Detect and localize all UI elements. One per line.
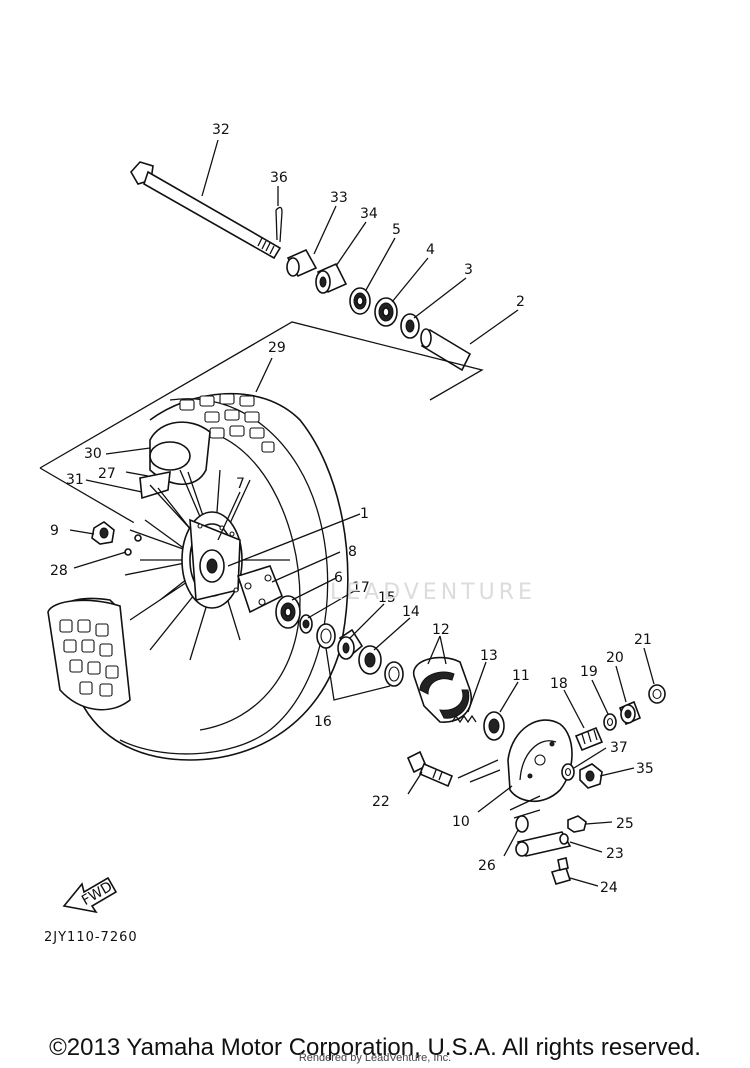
collar-part-17[interactable] — [299, 614, 313, 634]
label-9: 9 — [50, 523, 59, 539]
label-11: 11 — [512, 668, 530, 684]
label-29: 29 — [268, 340, 286, 356]
label-24: 24 — [600, 880, 618, 896]
label-1: 1 — [360, 506, 369, 522]
nut-part-25[interactable] — [567, 815, 587, 833]
washer-part-19[interactable] — [603, 713, 617, 731]
spacer-flange-part[interactable] — [400, 313, 420, 339]
bearing-part-4[interactable] — [374, 297, 398, 327]
label-19: 19 — [580, 664, 598, 680]
bushing-part-20[interactable] — [618, 700, 642, 726]
bearing-part-5[interactable] — [349, 287, 371, 315]
diagram-code: 2JY110-7260 — [44, 930, 138, 945]
collar-part[interactable] — [286, 248, 318, 278]
fwd-arrow-icon: FWD — [62, 876, 118, 914]
label-3: 3 — [464, 262, 473, 278]
tire-tread-bottom — [47, 599, 131, 711]
label-18: 18 — [550, 676, 568, 692]
rendered-by-text: Rendered by LeadVenture, Inc. — [298, 1052, 452, 1064]
oil-seal-part-11[interactable] — [483, 711, 505, 741]
label-4: 4 — [426, 242, 435, 258]
label-21: 21 — [634, 632, 652, 648]
label-5: 5 — [392, 222, 401, 238]
nut-part-35[interactable] — [579, 763, 603, 789]
brake-shoe-part[interactable] — [413, 656, 473, 723]
label-34: 34 — [360, 206, 378, 222]
spring-part[interactable] — [451, 714, 477, 724]
group-outline-2 — [457, 759, 541, 819]
washer-part-37[interactable] — [561, 763, 575, 781]
label-36: 36 — [270, 170, 288, 186]
label-31: 31 — [66, 472, 84, 488]
label-32: 32 — [212, 122, 230, 138]
cotter-pin-part[interactable] — [275, 206, 283, 243]
label-35: 35 — [636, 761, 654, 777]
label-28: 28 — [50, 563, 68, 579]
axle-part[interactable] — [130, 161, 282, 260]
oil-seal-part[interactable] — [315, 262, 348, 294]
nipple-part-28[interactable] — [124, 534, 142, 556]
gear-part-15[interactable] — [337, 628, 364, 660]
label-17: 17 — [352, 580, 370, 596]
label-20: 20 — [606, 650, 624, 666]
label-13: 13 — [480, 648, 498, 664]
spacer-part[interactable] — [420, 328, 472, 372]
adjuster-part[interactable] — [574, 726, 604, 752]
gear-unit-plate-part[interactable] — [236, 565, 284, 614]
label-30: 30 — [84, 446, 102, 462]
label-23: 23 — [606, 846, 624, 862]
wheel-tire-assembly[interactable] — [47, 392, 349, 761]
label-8: 8 — [348, 544, 357, 560]
fwd-label: FWD — [79, 879, 115, 909]
label-6: 6 — [334, 570, 343, 586]
brake-lever-part[interactable] — [515, 831, 572, 857]
label-2: 2 — [516, 294, 525, 310]
camshaft-part[interactable] — [406, 750, 454, 788]
label-25: 25 — [616, 816, 634, 832]
bearing-part-6[interactable] — [275, 595, 301, 629]
label-15: 15 — [378, 590, 396, 606]
label-14: 14 — [402, 604, 420, 620]
hub-part[interactable] — [181, 511, 243, 609]
washer-part-26[interactable] — [515, 815, 529, 833]
part-number-labels: 32 36 33 34 5 4 3 2 29 30 27 31 7 1 8 9 … — [50, 122, 654, 896]
gear-part-14[interactable] — [358, 645, 382, 675]
brake-shoe-plate-part[interactable] — [507, 719, 573, 803]
tire-tread-top — [179, 393, 275, 453]
nut-part-9[interactable] — [91, 521, 115, 545]
label-12: 12 — [432, 622, 450, 638]
label-22: 22 — [372, 794, 390, 810]
label-33: 33 — [330, 190, 348, 206]
copyright-text: ©2013 Yamaha Motor Corporation, U.S.A. A… — [49, 1034, 701, 1061]
label-37: 37 — [610, 740, 628, 756]
label-16: 16 — [314, 714, 332, 730]
label-26: 26 — [478, 858, 496, 874]
shim-part-16b[interactable] — [384, 661, 404, 687]
cap-part-21[interactable] — [648, 684, 666, 704]
label-10: 10 — [452, 814, 470, 830]
leader-lines — [69, 139, 655, 887]
bolt-part-24[interactable] — [550, 857, 572, 885]
label-7: 7 — [236, 476, 245, 492]
label-27: 27 — [98, 466, 116, 482]
shim-part-16a[interactable] — [316, 623, 336, 649]
group-outline — [39, 321, 484, 533]
watermark: LEADVENTURE — [330, 580, 536, 605]
